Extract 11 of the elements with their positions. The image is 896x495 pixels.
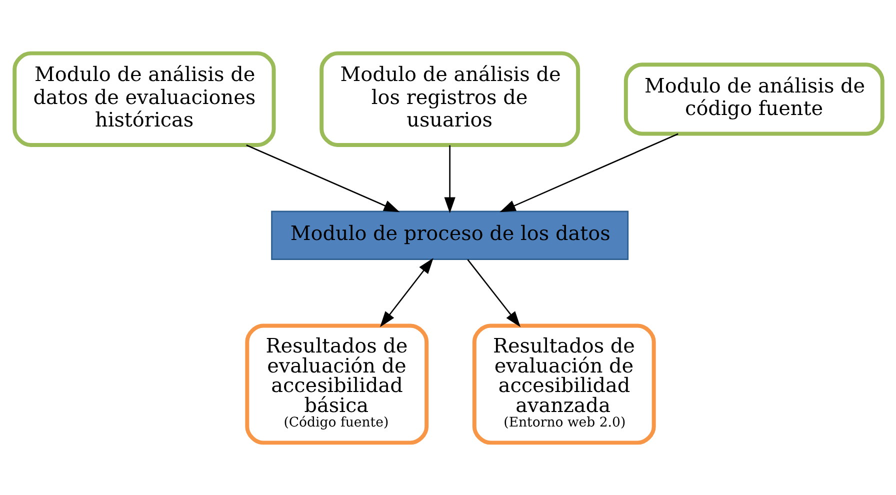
node-box: Modulo de proceso de los datos — [270, 210, 628, 260]
arrow — [379, 257, 433, 327]
node-box: Modulo de análisis de código fuente — [623, 62, 884, 136]
arrow — [499, 132, 678, 212]
node-box: Resultados de evaluación de accesibilidad avanzada (Entorno web 2.0) — [472, 323, 656, 444]
node-box: Modulo de análisis de los registros de usuarios — [319, 50, 580, 146]
node-box: Modulo de análisis de datos de evaluaciones históricas — [12, 50, 276, 146]
node-box: Resultados de evaluación de accesibilidad básica (Código fuente) — [244, 323, 428, 444]
arrow — [246, 144, 400, 212]
arrow — [444, 144, 455, 213]
arrow — [466, 258, 520, 327]
